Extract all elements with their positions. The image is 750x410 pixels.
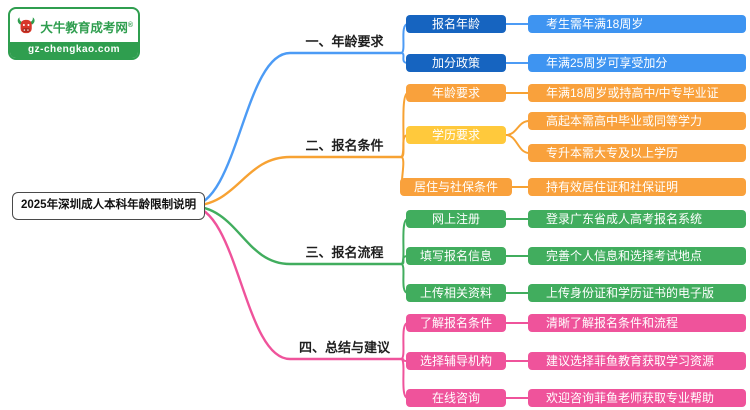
leaf-residence-value: 持有效居住证和社保证明 bbox=[528, 178, 746, 196]
branch-label-enrollment-process: 三、报名流程 bbox=[305, 245, 384, 260]
node-online-consultation: 在线咨询 bbox=[406, 389, 506, 407]
logo-brand-name: 大牛教育成考网 bbox=[40, 20, 128, 35]
leaf-online-registration-value: 登录广东省成人高考报名系统 bbox=[528, 210, 746, 228]
leaf-choose-tutoring-agency-value: 建议选择菲鱼教育获取学习资源 bbox=[528, 352, 746, 370]
leaf-online-consultation-value: 欢迎咨询菲鱼老师获取专业帮助 bbox=[528, 389, 746, 407]
leaf-fill-application-info-value: 完善个人信息和选择考试地点 bbox=[528, 247, 746, 265]
leaf-gaoqiben-value: 高起本需高中毕业或同等学力 bbox=[528, 112, 746, 130]
node-education-requirement: 学历要求 bbox=[406, 126, 506, 144]
leaf-upload-materials-value: 上传身份证和学历证书的电子版 bbox=[528, 284, 746, 302]
node-bonus-policy: 加分政策 bbox=[406, 54, 506, 72]
branch-label-summary-suggestions: 四、总结与建议 bbox=[298, 340, 390, 355]
leaf-enrollment-age-value: 考生需年满18周岁 bbox=[528, 15, 746, 33]
node-fill-application-info: 填写报名信息 bbox=[406, 247, 506, 265]
branch-label-enrollment-conditions: 二、报名条件 bbox=[305, 138, 384, 153]
leaf-bonus-policy-value: 年满25周岁可享受加分 bbox=[528, 54, 746, 72]
node-understand-conditions: 了解报名条件 bbox=[406, 314, 506, 332]
node-online-registration: 网上注册 bbox=[406, 210, 506, 228]
node-choose-tutoring-agency: 选择辅导机构 bbox=[406, 352, 506, 370]
bull-logo-icon bbox=[17, 17, 35, 34]
branch-conditions-lines bbox=[188, 92, 530, 208]
leaf-zhuanshengben-value: 专升本需大专及以上学历 bbox=[528, 144, 746, 162]
branch-label-age-requirements: 一、年龄要求 bbox=[305, 34, 384, 49]
node-residence-social-insurance: 居住与社保条件 bbox=[400, 178, 512, 196]
root-topic: 2025年深圳成人本科年龄限制说明 bbox=[12, 192, 206, 220]
site-logo: 大牛教育成考网® gz-chengkao.com bbox=[8, 7, 140, 60]
logo-url: gz-chengkao.com bbox=[10, 42, 138, 58]
node-upload-materials: 上传相关资料 bbox=[406, 284, 506, 302]
logo-brand-text: 大牛教育成考网® bbox=[40, 17, 133, 36]
leaf-age-requirement-value: 年满18周岁或持高中/中专毕业证 bbox=[528, 84, 746, 102]
leaf-understand-conditions-value: 清晰了解报名条件和流程 bbox=[528, 314, 746, 332]
registered-mark: ® bbox=[127, 21, 133, 29]
node-enrollment-age: 报名年龄 bbox=[406, 15, 506, 33]
node-age-requirement: 年龄要求 bbox=[406, 84, 506, 102]
logo-top-row: 大牛教育成考网® bbox=[10, 9, 138, 42]
